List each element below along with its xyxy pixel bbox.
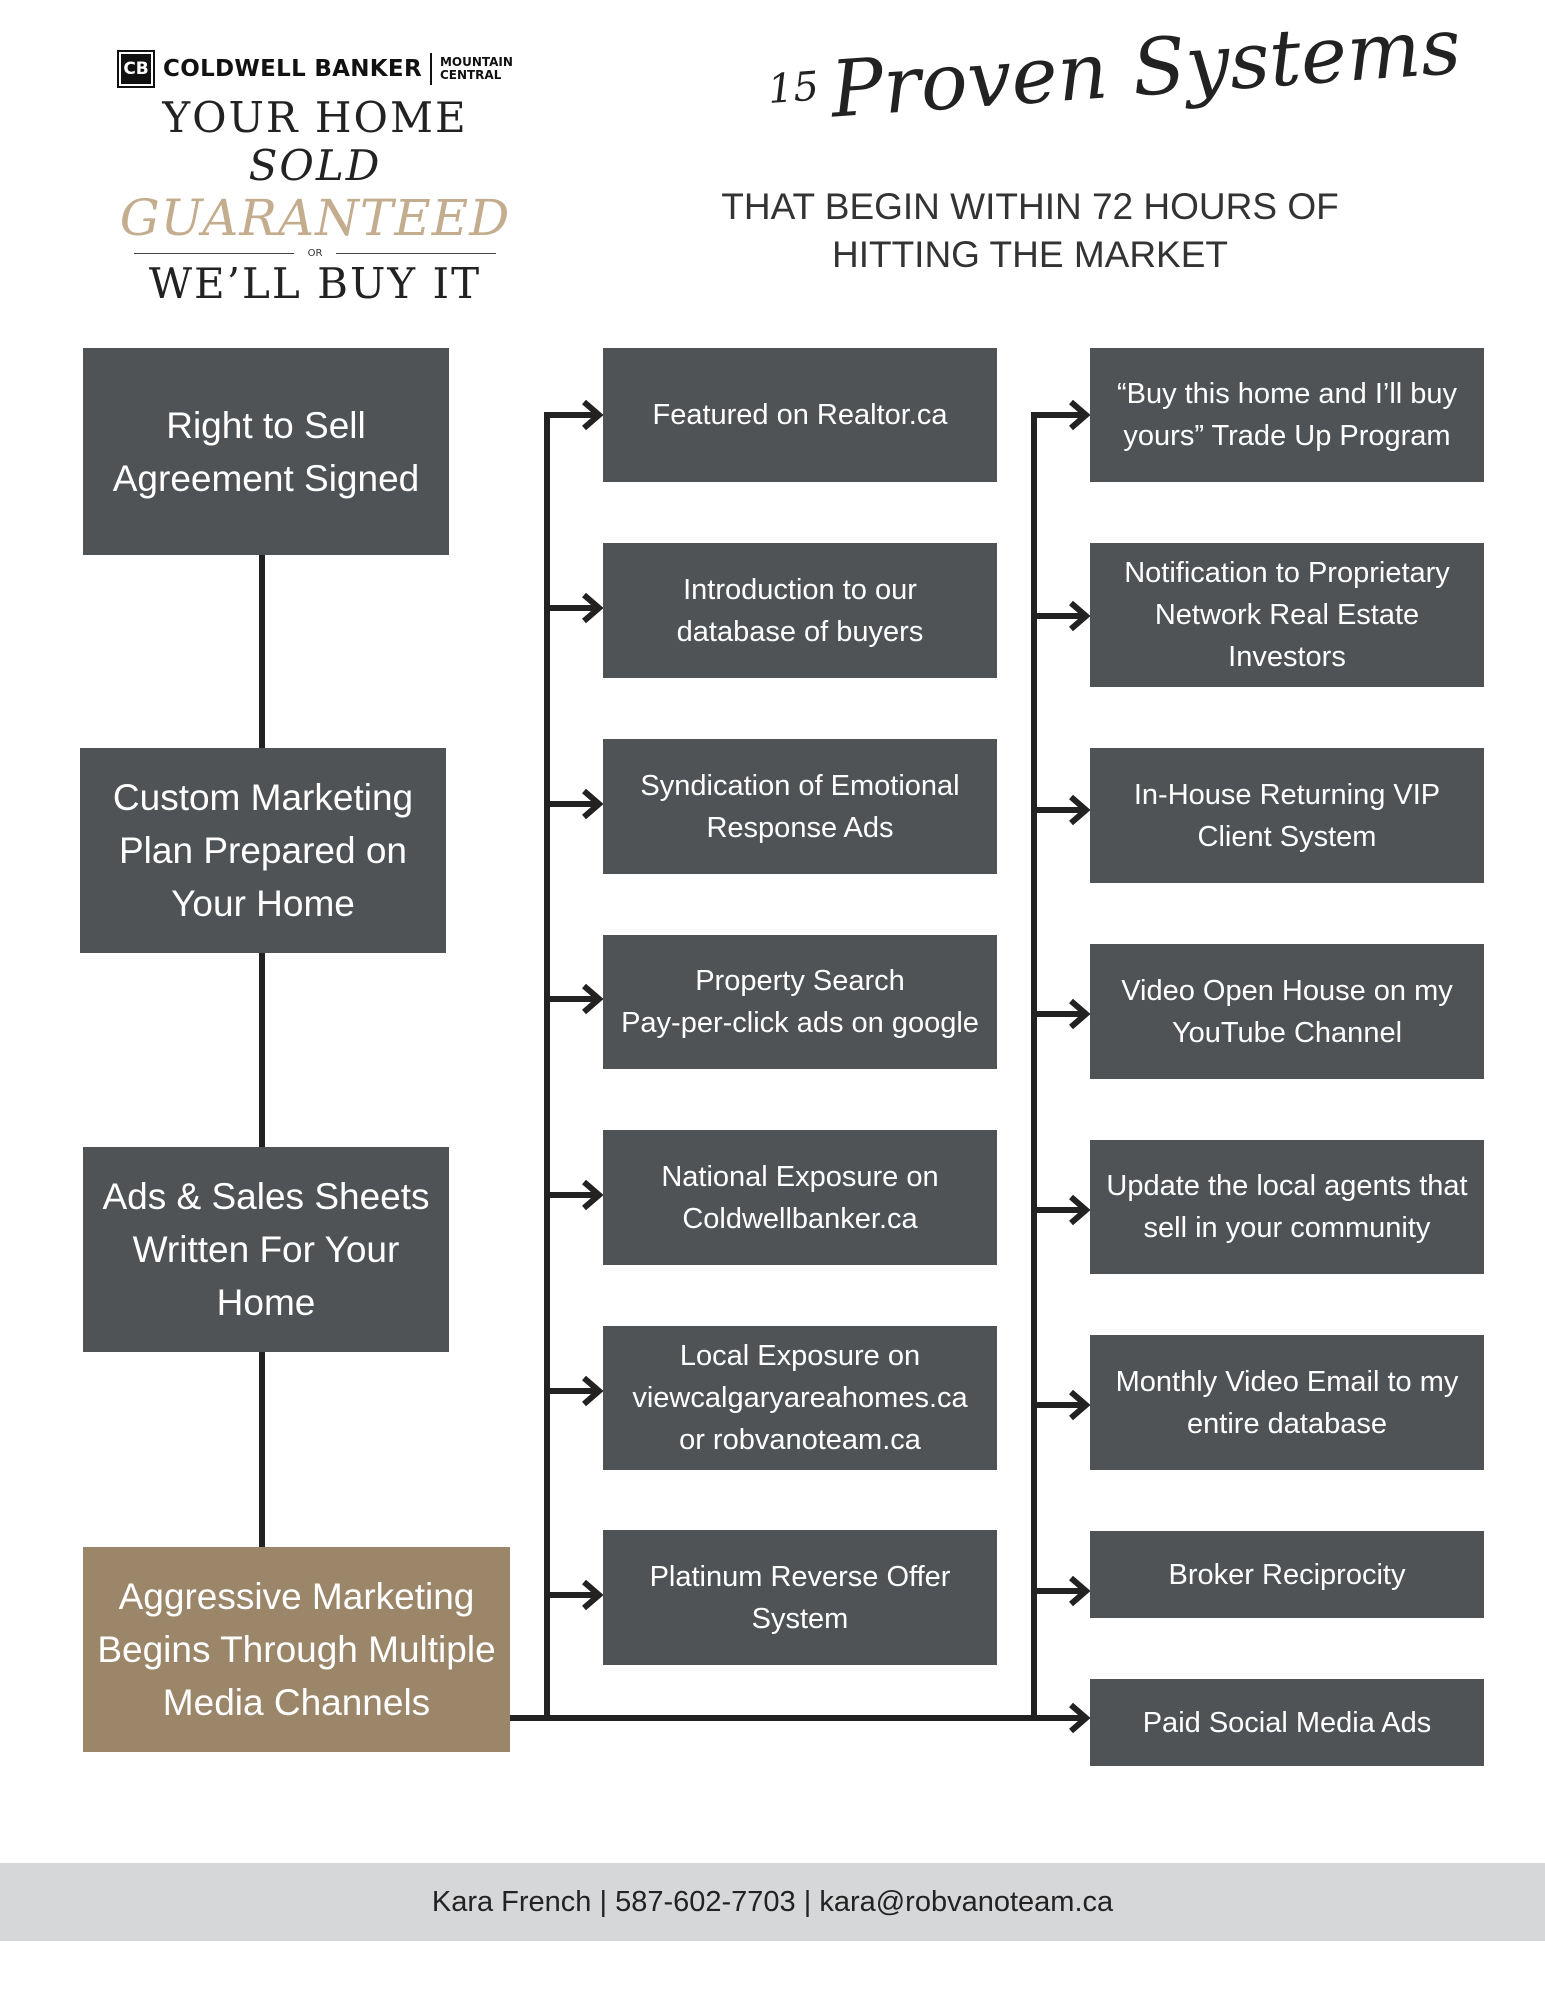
system-youtube-open-house: Video Open House on my YouTube Channel	[1090, 944, 1484, 1079]
footer-contact-bar: Kara French | 587-602-7703 | kara@robvan…	[0, 1863, 1545, 1941]
heading-subtitle: THAT BEGIN WITHIN 72 HOURS OF HITTING TH…	[721, 186, 1339, 275]
divider-line-right	[336, 252, 497, 254]
arrow-c2-1	[1034, 399, 1091, 431]
coldwell-banker-header: CB COLDWELL BANKER MOUNTAIN CENTRAL	[100, 50, 530, 88]
system-local-agents-update: Update the local agents that sell in you…	[1090, 1140, 1484, 1274]
system-coldwellbanker-ca: National Exposure on Coldwellbanker.ca	[603, 1130, 997, 1265]
arrow-c1-3	[547, 788, 604, 820]
brand-region-line-2: CENTRAL	[439, 68, 502, 82]
brand-region: MOUNTAIN CENTRAL	[440, 56, 513, 82]
system-platinum-reverse-offer: Platinum Reverse Offer System	[603, 1530, 997, 1665]
system-buyer-database: Introduction to our database of buyers	[603, 543, 997, 678]
step-right-to-sell: Right to Sell Agreement Signed	[83, 348, 449, 555]
system-emotional-response-ads: Syndication of Emotional Response Ads	[603, 739, 997, 874]
step-custom-marketing-plan: Custom Marketing Plan Prepared on Your H…	[80, 748, 446, 953]
arrow-c2-8	[1034, 1702, 1091, 1734]
arrow-c2-4	[1034, 998, 1091, 1030]
arrow-c1-6	[547, 1375, 604, 1407]
tagline-well-buy-it: WE’LL BUY IT	[148, 259, 482, 308]
system-trade-up-program: “Buy this home and I’ll buy yours” Trade…	[1090, 348, 1484, 482]
system-broker-reciprocity: Broker Reciprocity	[1090, 1531, 1484, 1618]
arrow-c1-1	[547, 399, 604, 431]
arrow-c2-2	[1034, 600, 1091, 632]
arrow-c2-7	[1034, 1575, 1091, 1607]
system-investor-network: Notification to Proprietary Network Real…	[1090, 543, 1484, 687]
tagline-guaranteed: GUARANTEED	[119, 189, 511, 247]
brand-divider	[429, 53, 432, 85]
system-realtor-ca: Featured on Realtor.ca	[603, 348, 997, 482]
tagline-or-divider: OR	[100, 246, 530, 260]
divider-line-left	[133, 252, 294, 254]
tagline-sold: SOLD	[248, 141, 382, 190]
system-pay-per-click: Property Search Pay-per-click ads on goo…	[603, 935, 997, 1069]
arrow-c1-4	[547, 983, 604, 1015]
system-monthly-video-email: Monthly Video Email to my entire databas…	[1090, 1335, 1484, 1470]
tagline-or: OR	[307, 247, 323, 259]
arrow-c1-7	[547, 1579, 604, 1611]
arrow-c1-5	[547, 1179, 604, 1211]
system-local-exposure: Local Exposure on viewcalgaryareahomes.c…	[603, 1326, 997, 1470]
arrow-c2-6	[1034, 1389, 1091, 1421]
tagline-prefix: YOUR HOME	[162, 93, 468, 142]
step-ads-sales-sheets: Ads & Sales Sheets Written For Your Home	[83, 1147, 449, 1352]
arrow-c2-5	[1034, 1194, 1091, 1226]
tagline-your-home-sold: YOUR HOME SOLD	[100, 94, 530, 190]
brand-logo: CB COLDWELL BANKER MOUNTAIN CENTRAL YOUR…	[100, 50, 530, 308]
system-paid-social-ads: Paid Social Media Ads	[1090, 1679, 1484, 1766]
arrow-c2-3	[1034, 794, 1091, 826]
coldwell-banker-logo-icon: CB	[117, 50, 156, 88]
brand-region-line-1: MOUNTAIN	[439, 55, 513, 69]
footer-contact-text: Kara French | 587-602-7703 | kara@robvan…	[431, 1885, 1114, 1918]
brand-name: COLDWELL BANKER	[163, 56, 422, 82]
system-vip-client: In-House Returning VIP Client System	[1090, 748, 1484, 883]
arrow-c1-2	[547, 592, 604, 624]
step-aggressive-marketing: Aggressive Marketing Begins Through Mult…	[83, 1547, 510, 1752]
